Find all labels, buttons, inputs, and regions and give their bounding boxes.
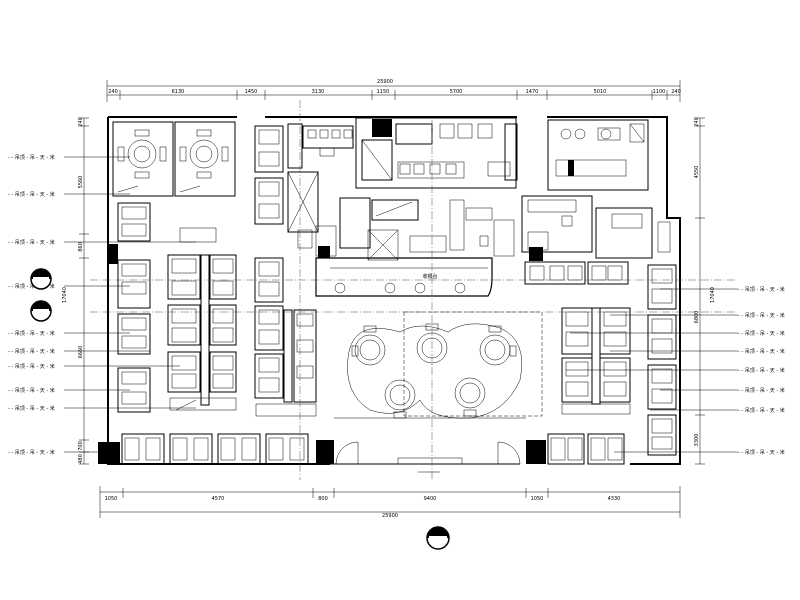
dim-label: 700 — [78, 441, 84, 451]
bottom-dimensions: 1050 4570 800 9400 1050 4330 25900 — [99, 486, 681, 519]
callout-label: - - 吊顶 - 吊 - 天 - 米 — [8, 363, 55, 370]
entrance — [334, 417, 526, 473]
dim-label: 860 — [78, 242, 84, 252]
center-booths — [254, 125, 317, 417]
left-dimensions: 240 5560 860 6660 700 480 17040 — [62, 117, 89, 465]
outer-walls — [98, 116, 681, 465]
left-total-dim: 17040 — [62, 287, 68, 303]
callout-label: - - 吊顶 - 吊 - 天 - 米 — [738, 286, 785, 293]
callout-label: - - 吊顶 - 吊 - 天 - 米 — [8, 330, 55, 337]
right-dimensions: 240 4550 6800 3300 17040 — [694, 117, 716, 465]
dim-label: 1450 — [245, 89, 258, 95]
kitchen — [315, 117, 518, 261]
bar-counter: 收银台 — [315, 257, 493, 297]
dim-label: 1050 — [531, 496, 544, 502]
dim-label: 4570 — [212, 496, 225, 502]
left-callouts: - - 吊顶 - 吊 - 天 - 米 - - 吊顶 - 吊 - 天 - 米 - … — [8, 154, 196, 456]
dim-label: 5700 — [450, 89, 463, 95]
dim-label: 240 — [671, 89, 681, 95]
dim-label: 6800 — [694, 311, 700, 324]
section-marker-icon — [30, 268, 52, 290]
dim-label: 3130 — [312, 89, 325, 95]
dim-label: 6660 — [78, 346, 84, 359]
dim-label: 4330 — [608, 496, 621, 502]
midleft-booths — [167, 227, 237, 411]
north-arrow-icon — [426, 526, 450, 550]
callout-label: - - 吊顶 - 吊 - 天 - 米 — [738, 407, 785, 414]
service-corridor — [287, 123, 354, 233]
dim-label: 5560 — [78, 176, 84, 189]
grid-lines — [90, 100, 736, 480]
dim-label: 5010 — [594, 89, 607, 95]
dim-label: 480 — [78, 454, 84, 464]
callout-label: - - 吊顶 - 吊 - 天 - 米 — [8, 239, 55, 246]
callout-label: - - 吊顶 - 吊 - 天 - 米 — [738, 330, 785, 337]
round-tables — [347, 311, 543, 419]
section-marker-icon — [30, 300, 52, 322]
callout-label: - - 吊顶 - 吊 - 天 - 米 — [738, 312, 785, 319]
bottom-booths — [121, 433, 625, 465]
dim-label: 1100 — [653, 89, 666, 95]
dim-label: 800 — [318, 496, 328, 502]
callout-label: - - 吊顶 - 吊 - 天 - 米 — [8, 348, 55, 355]
dim-label: 1150 — [377, 89, 390, 95]
dim-label: 3300 — [694, 434, 700, 447]
callout-label: - - 吊顶 - 吊 - 天 - 米 — [8, 283, 55, 290]
callout-label: - - 吊顶 - 吊 - 天 - 米 — [8, 449, 55, 456]
callout-label: - - 吊顶 - 吊 - 天 - 米 — [738, 387, 785, 394]
dim-label: 4550 — [694, 166, 700, 179]
dim-label: 240 — [694, 117, 700, 127]
dim-label: 240 — [108, 89, 118, 95]
callout-label: - - 吊顶 - 吊 - 天 - 米 — [738, 348, 785, 355]
dim-label: 240 — [78, 117, 84, 127]
right-total-dim: 17040 — [710, 287, 716, 303]
top-dimensions: 25900 240 6130 1450 3130 1150 5700 1470 … — [106, 79, 681, 102]
dim-label: 6130 — [172, 89, 185, 95]
bottom-overall-dim: 25900 — [382, 513, 398, 519]
service-rooms-right — [521, 119, 671, 259]
left-booths — [117, 202, 151, 413]
right-bar-seating — [524, 261, 629, 285]
callout-label: - - 吊顶 - 吊 - 天 - 米 — [738, 449, 785, 456]
service-counter-label: 收银台 — [422, 273, 437, 280]
top-overall-dim: 25900 — [377, 79, 393, 85]
private-rooms — [112, 121, 236, 197]
callout-label: - - 吊顶 - 吊 - 天 - 米 — [738, 367, 785, 374]
callout-label: - - 吊顶 - 吊 - 天 - 米 — [8, 154, 55, 161]
dim-label: 9400 — [424, 496, 437, 502]
right-callouts: - - 吊顶 - 吊 - 天 - 米 - - 吊顶 - 吊 - 天 - 米 - … — [566, 286, 785, 456]
right-booths — [561, 264, 677, 456]
callout-label: - - 吊顶 - 吊 - 天 - 米 — [8, 191, 55, 198]
callout-label: - - 吊顶 - 吊 - 天 - 米 — [8, 387, 55, 394]
dim-label: 1470 — [526, 89, 539, 95]
dim-label: 1050 — [105, 496, 118, 502]
callout-label: - - 吊顶 - 吊 - 天 - 米 — [8, 405, 55, 412]
